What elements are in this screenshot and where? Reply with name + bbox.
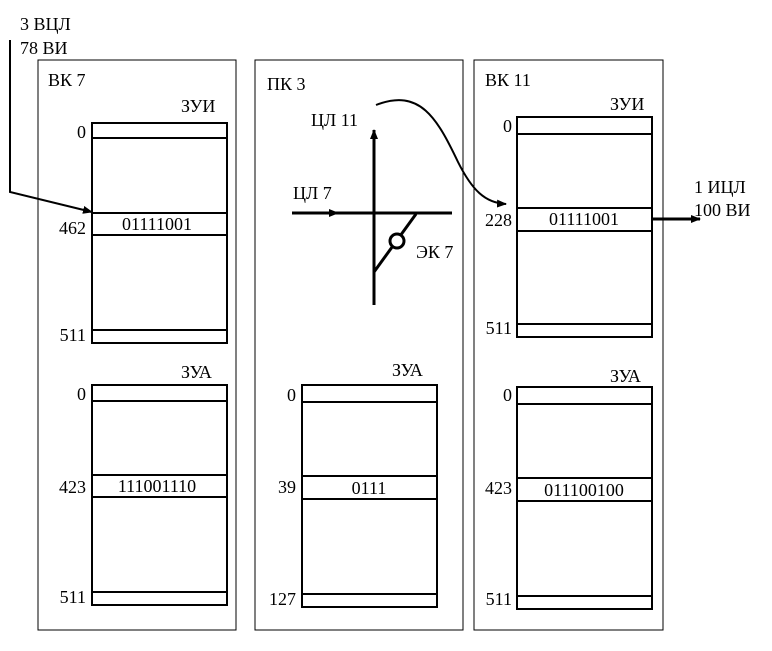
memory-cell-value: 01111001	[122, 214, 192, 234]
address-last: 511	[60, 587, 86, 607]
memory-cell-value: 011100100	[544, 480, 624, 500]
memory-block-zui: ЗУИ 0 228 01111001 511	[485, 94, 653, 338]
switch-in-label: ЦЛ 7	[293, 183, 332, 203]
address-last: 511	[486, 318, 512, 338]
output-label-line1: 1 ИЦЛ	[694, 177, 746, 197]
memory-label: ЗУА	[610, 366, 641, 386]
address-row: 423	[59, 477, 86, 497]
panel-pk3-frame	[254, 59, 464, 631]
address-last: 511	[60, 325, 86, 345]
memory-frame	[301, 384, 438, 608]
address-first: 0	[77, 122, 86, 142]
link-arrow-cl11-to-vk11	[375, 99, 507, 208]
input-arrow	[9, 40, 93, 214]
memory-frame	[91, 122, 228, 344]
input-label-line2: 78 ВИ	[20, 38, 68, 58]
memory-frame	[91, 384, 228, 606]
address-first: 0	[287, 385, 296, 405]
panel-vk11: ВК 11 ЗУИ 0 228 01111001 511 ЗУА 0 423 0…	[473, 59, 664, 631]
panel-pk3: ПК 3 ЦЛ 11 ЦЛ 7 ЭК 7 ЗУА 0 39 0111 127	[254, 59, 464, 631]
address-last: 127	[269, 589, 296, 609]
memory-block-zua: ЗУА 0 423 011100100 511	[485, 366, 653, 610]
address-last: 511	[486, 589, 512, 609]
memory-frame	[516, 386, 653, 610]
panel-title: ПК 3	[267, 74, 306, 94]
address-row: 462	[59, 218, 86, 238]
memory-block-zui: ЗУИ 0 462 01111001 511	[59, 96, 228, 345]
memory-label: ЗУИ	[610, 94, 644, 114]
switch-node-icon	[388, 232, 406, 250]
memory-label: ЗУА	[392, 360, 423, 380]
memory-frame	[516, 116, 653, 338]
input-label-line1: 3 ВЦЛ	[20, 14, 71, 34]
memory-cell-value: 01111001	[549, 209, 619, 229]
switch-out-label: ЦЛ 11	[311, 110, 358, 130]
memory-cell-value: 0111	[352, 478, 387, 498]
panel-title: ВК 11	[485, 70, 531, 90]
panel-vk11-frame	[473, 59, 664, 631]
memory-label: ЗУИ	[181, 96, 215, 116]
output-label-line2: 100 ВИ	[694, 200, 751, 220]
address-first: 0	[503, 116, 512, 136]
address-row: 423	[485, 478, 512, 498]
memory-block-zua: ЗУА 0 39 0111 127	[269, 360, 438, 609]
address-first: 0	[503, 385, 512, 405]
address-row: 228	[485, 210, 512, 230]
address-first: 0	[77, 384, 86, 404]
switch-element-label: ЭК 7	[416, 242, 453, 262]
panel-title: ВК 7	[48, 70, 86, 90]
panel-vk7: ВК 7 ЗУИ 0 462 01111001 511 ЗУА 0 423 11…	[37, 59, 237, 631]
switch-element: ЦЛ 11 ЦЛ 7 ЭК 7	[292, 110, 453, 305]
address-row: 39	[278, 477, 296, 497]
memory-cell-value: 111001110	[118, 476, 196, 496]
memory-label: ЗУА	[181, 362, 212, 382]
memory-block-zua: ЗУА 0 423 111001110 511	[59, 362, 228, 607]
panel-vk7-frame	[37, 59, 237, 631]
